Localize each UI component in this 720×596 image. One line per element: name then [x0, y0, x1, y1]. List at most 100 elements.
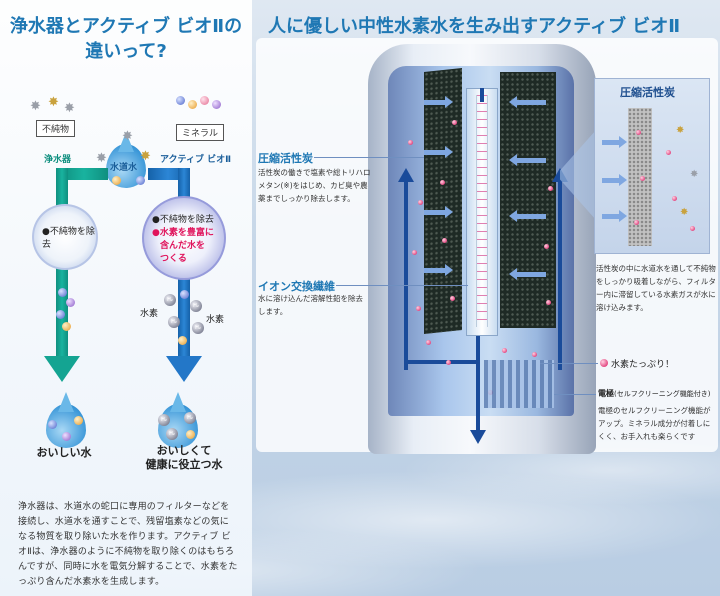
- mineral-icon: [200, 96, 209, 105]
- hydrogen-dot: [418, 200, 423, 205]
- healthy-water-label: おいしくて 健康に役立つ水: [145, 444, 223, 471]
- impurity-icon: ✸: [48, 95, 59, 110]
- hydrogen-icon: H₂: [158, 414, 170, 426]
- mineral-icon: [74, 416, 83, 425]
- purifier-arrow-icon: [44, 356, 80, 382]
- purifier-pipe-horizontal: [60, 168, 108, 180]
- hydrogen-dot: [532, 352, 537, 357]
- ion-exchange-fiber: [476, 95, 488, 327]
- hydrogen-dot: [442, 238, 447, 243]
- flow-arrow-up-left: [404, 180, 408, 370]
- impurity-icon: ✸: [690, 169, 699, 180]
- mineral-icon: [186, 430, 195, 439]
- flow-arrow-up-left-head: [398, 168, 414, 182]
- impurity-icon: ✸: [122, 129, 133, 144]
- ion-fiber-title: イオン交換繊維: [258, 280, 335, 293]
- hydrogen-dot: [426, 340, 431, 345]
- mineral-icon: [178, 336, 187, 345]
- impurity-icon: ✸: [64, 101, 75, 116]
- activated-carbon-title: 圧縮活性炭: [258, 152, 313, 165]
- impurity-icon: ✸: [96, 151, 107, 166]
- hydrogen-dot: [690, 226, 695, 231]
- mineral-icon: [112, 176, 121, 185]
- impurity-icon: ✸: [140, 149, 151, 164]
- bio-arrow-icon: [166, 356, 202, 382]
- hydrogen-dot: [672, 196, 677, 201]
- bio-filter: ●不純物を除去 ●水素を豊富に 含んだ水を つくる: [142, 196, 226, 280]
- mineral-icon: [48, 420, 57, 429]
- ion-fiber-description: 水に溶け込んだ溶解性鉛を除去します。: [258, 294, 363, 316]
- purifier-filter: ●不純物を除去: [32, 204, 98, 270]
- impurity-icon: ✸: [30, 99, 41, 114]
- ion-fiber-leader-line: [336, 285, 468, 286]
- mineral-icon: [58, 288, 67, 297]
- flow-arrow-down: [476, 336, 480, 430]
- impurity-icon: ✸: [676, 125, 685, 136]
- impurity-icon: ✸: [680, 207, 689, 218]
- mineral-icon: [176, 96, 185, 105]
- hydrogen-dot: [544, 244, 549, 249]
- activated-carbon-right: [500, 72, 556, 328]
- electrode-block: [484, 360, 554, 408]
- product-title: 人に優しい中性水素水を生み出すアクティブ ビオⅡ: [268, 16, 681, 37]
- hydrogen-rich-leader-line: [540, 363, 598, 364]
- inset-title: 圧縮活性炭: [620, 86, 675, 99]
- flow-arrow-bottom: [408, 360, 478, 364]
- inflow-arrow: [509, 96, 546, 108]
- hydrogen-rich-label: 水素たっぷり！: [611, 360, 675, 370]
- hydrogen-dot: [408, 140, 413, 145]
- inflow-arrow: [424, 146, 453, 158]
- hydrogen-dot: [548, 186, 553, 191]
- activated-carbon-leader-line: [314, 157, 424, 158]
- electrode-title: 電極(セルフクリーニング機能付き): [598, 389, 711, 398]
- mineral-icon: [62, 432, 71, 441]
- inflow-arrow: [509, 210, 546, 222]
- comparison-description: 浄水器は、水道水の蛇口に専用のフィルターなどを接続し、水道水を通すことで、残留塩…: [18, 502, 238, 587]
- inflow-arrow: [424, 206, 453, 218]
- hydrogen-dot: [634, 220, 639, 225]
- hydrogen-dot: [546, 300, 551, 305]
- inflow-arrow: [424, 264, 453, 276]
- tap-water-label: 水道水: [110, 163, 138, 173]
- hydrogen-dot: [636, 130, 641, 135]
- comparison-panel: 浄水器とアクティブ ビオⅡの 違いって?: [0, 0, 252, 596]
- mineral-icon: [66, 298, 75, 307]
- inflow-arrow: [509, 268, 546, 280]
- impurities-legend: 不純物: [36, 120, 76, 137]
- inflow-arrow: [509, 154, 546, 166]
- hydrogen-label: 水素: [206, 315, 225, 325]
- mineral-icon: [180, 290, 189, 299]
- hydrogen-rich-icon: [600, 359, 608, 367]
- inset-inflow-arrow: [602, 174, 627, 186]
- hydrogen-dot: [412, 250, 417, 255]
- mineral-icon: [56, 310, 65, 319]
- water-purifier-label: 浄水器: [44, 155, 72, 165]
- hydrogen-icon: H₂: [164, 294, 176, 306]
- electrode-leader-line: [554, 394, 596, 395]
- activated-carbon-left: [424, 68, 462, 334]
- hydrogen-dot: [666, 150, 671, 155]
- flow-arrow-down-head: [470, 430, 486, 444]
- hydrogen-dot: [452, 120, 457, 125]
- hydrogen-icon: H₂: [166, 428, 178, 440]
- comparison-title: 浄水器とアクティブ ビオⅡの 違いって?: [9, 16, 243, 62]
- hydrogen-icon: H₂: [190, 300, 202, 312]
- hydrogen-dot: [416, 306, 421, 311]
- inset-inflow-arrow: [602, 210, 627, 222]
- mineral-icon: [212, 100, 221, 109]
- inset-description: 活性炭の中に水道水を通して不純物をしっかり吸着しながら、フィルター内に滞留してい…: [596, 264, 716, 312]
- active-bio-label: アクティブ ビオⅡ: [160, 155, 232, 165]
- inset-inflow-arrow: [602, 136, 627, 148]
- healthy-water-drop-icon: [158, 404, 198, 448]
- flow-arrow-up-right: [558, 180, 562, 370]
- hydrogen-dot: [440, 180, 445, 185]
- flow-arrow-top: [480, 88, 484, 102]
- activated-carbon-description: 活性炭の働きで塩素や総トリハロメタン(※)をはじめ、カビ臭や農薬までしっかり除去…: [258, 168, 371, 203]
- minerals-legend: ミネラル: [176, 124, 225, 141]
- hydrogen-dot: [502, 348, 507, 353]
- mineral-icon: [188, 100, 197, 109]
- hydrogen-icon: H₂: [168, 316, 180, 328]
- hydrogen-dot: [446, 360, 451, 365]
- hydrogen-dot: [640, 176, 645, 181]
- electrode-description: 電極のセルフクリーニング機能がアップ。ミネラル成分が付着しにくく、お手入れも楽ら…: [598, 406, 711, 441]
